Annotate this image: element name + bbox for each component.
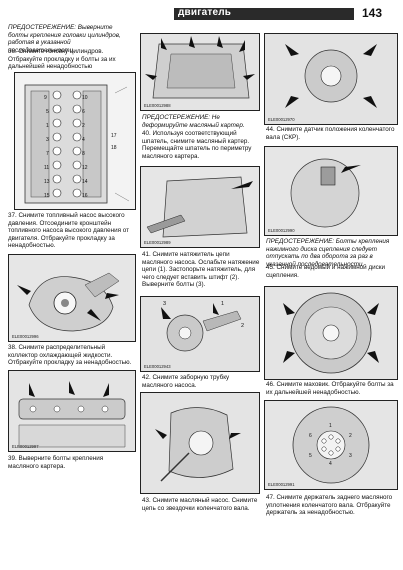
figure-cylinder-head-bolts: 9 10 5 6 1 2 3 4 7 8 11 12 13 14 15 16 1… bbox=[14, 72, 136, 210]
figure-oil-pump bbox=[140, 392, 260, 494]
figure-code: ELE00012970 bbox=[268, 117, 295, 122]
bolt-number: 7 bbox=[46, 151, 49, 157]
flywheel-bolt-number: 3 bbox=[349, 453, 352, 459]
figure-clutch bbox=[264, 286, 398, 380]
warning-oil-pan: ПРЕДОСТЕРЕЖЕНИЕ: Не деформируйте масляны… bbox=[142, 114, 245, 129]
bolt-number: 12 bbox=[82, 165, 88, 171]
figure-code: ELE00012988 bbox=[144, 103, 171, 108]
figure-oil-pan-removal: ELE00012989 bbox=[140, 166, 260, 248]
figure-code: ELE00012989 bbox=[144, 240, 171, 245]
figure-flywheel: 1 2 3 4 5 6 ELE00012991 bbox=[264, 400, 398, 490]
bolt-number: 18 bbox=[111, 145, 117, 151]
step-44: 44. Снимите датчик положения коленчатого… bbox=[266, 126, 395, 141]
figure-engine-rear: ELE00012970 bbox=[264, 33, 398, 125]
bolt-number: 6 bbox=[82, 109, 85, 115]
step-38: 38. Снимите распределительный коллектор … bbox=[8, 344, 132, 367]
flywheel-bolt-number: 4 bbox=[329, 461, 332, 467]
step-39: 39. Выверните болты крепления масляного … bbox=[8, 455, 104, 470]
flywheel-bolt-number: 6 bbox=[309, 433, 312, 439]
warning-cylinder-head: ПРЕДОСТЕРЕЖЕНИЕ: Выверните болты креплен… bbox=[8, 24, 121, 54]
flywheel-bolt-number: 1 bbox=[329, 423, 332, 429]
callout-number: 2 bbox=[241, 323, 245, 329]
figure-ckp-sensor: ELE00012990 bbox=[264, 146, 398, 236]
bolt-number: 13 bbox=[44, 179, 50, 185]
header-bar bbox=[174, 8, 354, 20]
bolt-number: 17 bbox=[111, 133, 117, 139]
bolt-number: 14 bbox=[82, 179, 88, 185]
bolt-number: 5 bbox=[46, 109, 49, 115]
step-37: 37. Снимите топливный насос высокого дав… bbox=[8, 212, 130, 250]
section-title: двигатель bbox=[178, 7, 232, 18]
bolt-number: 3 bbox=[46, 137, 49, 143]
step-43: 43. Снимите масляный насос. Снимите цепь… bbox=[142, 497, 258, 512]
bolt-number: 4 bbox=[82, 137, 85, 143]
figure-code: ELE00012943 bbox=[144, 364, 171, 369]
bolt-number: 15 bbox=[44, 193, 50, 199]
bolt-number: 11 bbox=[44, 165, 50, 171]
figure-chain-tensioner: 1 2 3 ELE00012943 bbox=[140, 296, 260, 372]
bolt-number: 10 bbox=[82, 95, 88, 101]
page-number: 143 bbox=[362, 6, 383, 20]
step-47: 47. Снимите держатель заднего масляного … bbox=[266, 494, 393, 517]
bolt-number: 16 bbox=[82, 193, 88, 199]
step-41: 41. Снимите натяжитель цепи масляного на… bbox=[142, 251, 260, 289]
step-46: 46. Снимите маховик. Отбракуйте болты за… bbox=[266, 381, 394, 396]
callout-number: 1 bbox=[221, 301, 225, 307]
step-45: 45. Снимите ведомый и нажимной диски сце… bbox=[266, 264, 386, 279]
figure-code: ELE00012990 bbox=[268, 228, 295, 233]
step-36: 36. Снимите головку цилиндров. Отбракуйт… bbox=[8, 48, 116, 71]
flywheel-bolt-number: 2 bbox=[349, 433, 352, 439]
bolt-number: 9 bbox=[44, 95, 47, 101]
step-42: 42. Снимите заборную трубку масляного на… bbox=[142, 374, 230, 389]
bolt-number: 1 bbox=[46, 123, 49, 129]
figure-code: ELE00012991 bbox=[268, 482, 295, 487]
step-40: 40. Используя соответствующий шпатель, с… bbox=[142, 130, 252, 160]
bolt-number: 2 bbox=[82, 123, 85, 129]
figure-code: ELE00012996 bbox=[12, 334, 39, 339]
figure-oil-pan-bolts: ELE00012988 bbox=[140, 33, 260, 111]
figure-coolant-manifold: ELE00012997 bbox=[8, 370, 136, 452]
callout-number: 3 bbox=[163, 301, 167, 307]
warning-clutch: ПРЕДОСТЕРЕЖЕНИЕ: Болты крепления нажимно… bbox=[266, 238, 390, 268]
flywheel-bolt-number: 5 bbox=[309, 453, 312, 459]
figure-fuel-pump: ELE00012996 bbox=[8, 254, 136, 342]
figure-code: ELE00012997 bbox=[12, 444, 39, 449]
bolt-number: 8 bbox=[82, 151, 85, 157]
